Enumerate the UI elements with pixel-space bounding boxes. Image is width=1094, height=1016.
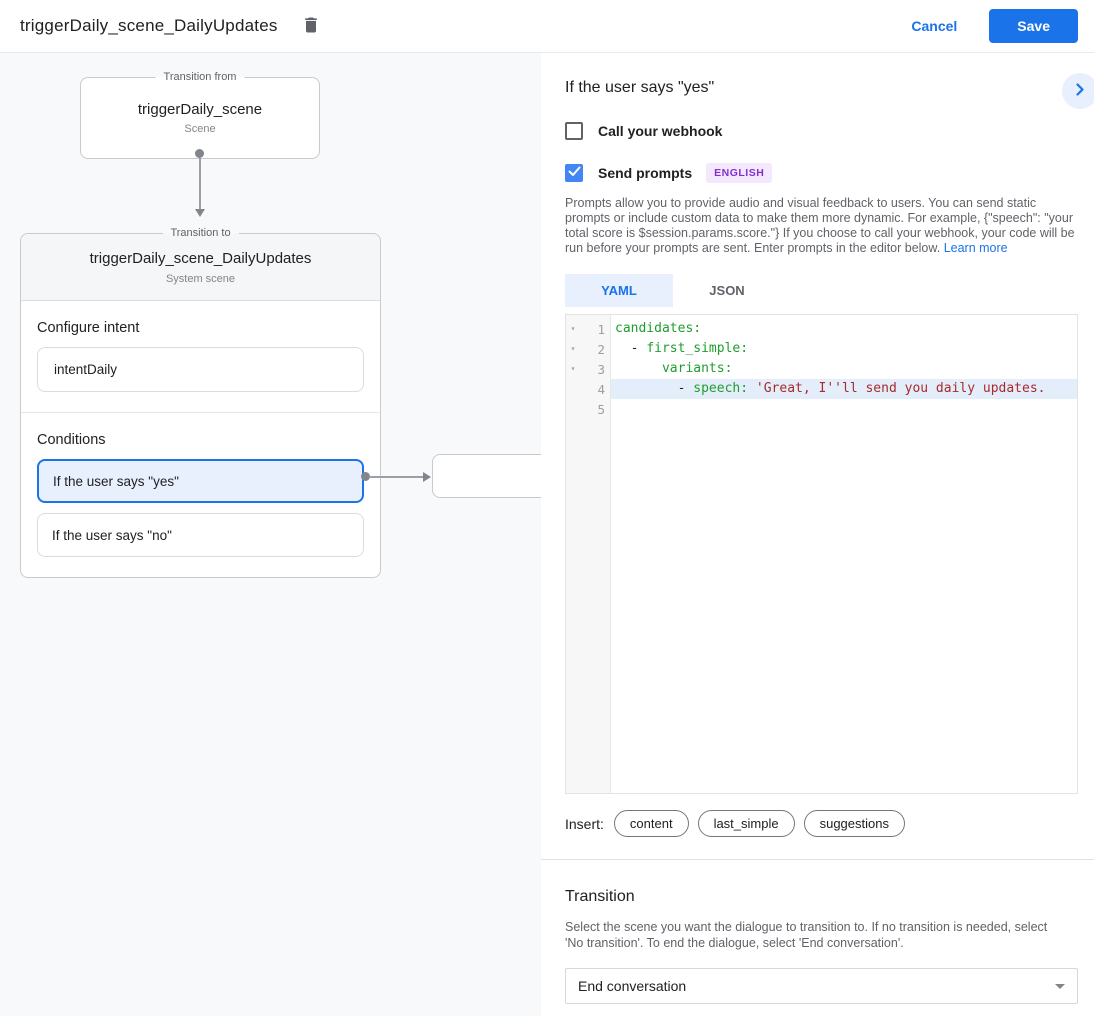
condition-heading: If the user says "yes" — [565, 79, 715, 96]
line-number: 5 — [597, 401, 605, 417]
to-scene-name: triggerDaily_scene_DailyUpdates — [89, 250, 312, 267]
arrowhead-down-icon — [195, 209, 205, 217]
collapse-panel-button[interactable] — [1062, 73, 1094, 109]
yaml-key: variants: — [661, 361, 733, 376]
linked-scene-stub[interactable] — [432, 454, 541, 498]
fold-toggle-icon[interactable]: ▾ — [570, 344, 576, 353]
editor-gutter: ▾ 1 ▾ 2 ▾ 3 4 5 — [566, 315, 611, 793]
call-webhook-checkbox[interactable] — [565, 122, 583, 140]
to-scene-type: System scene — [165, 273, 236, 285]
top-bar: triggerDaily_scene_DailyUpdates Cancel S… — [0, 0, 1094, 53]
connector-line-horizontal — [369, 476, 423, 478]
connector-dot — [195, 149, 204, 158]
section-divider — [541, 859, 1094, 860]
conditions-label: Conditions — [37, 432, 106, 448]
save-button[interactable]: Save — [989, 9, 1078, 43]
configure-intent-label: Configure intent — [37, 320, 140, 336]
intent-item[interactable]: intentDaily — [37, 347, 364, 392]
checkmark-icon — [568, 164, 581, 182]
yaml-key: speech: — [693, 381, 756, 396]
scene-flow-canvas[interactable]: Transition from triggerDaily_scene Scene… — [0, 53, 541, 1016]
trash-icon — [301, 14, 321, 39]
cancel-button[interactable]: Cancel — [895, 10, 973, 42]
code-line-highlighted: - speech: 'Great, I''ll send you daily u… — [611, 379, 1077, 399]
transition-from-legend: Transition from — [155, 71, 245, 83]
from-scene-type: Scene — [184, 123, 216, 135]
send-prompts-row[interactable]: Send prompts ENGLISH — [565, 163, 1078, 183]
insert-chip-content[interactable]: content — [613, 810, 689, 837]
fold-toggle-icon[interactable]: ▾ — [570, 324, 576, 333]
code-line: variants: — [611, 359, 1077, 379]
from-scene-name: triggerDaily_scene — [137, 101, 263, 118]
yaml-plain — [615, 361, 662, 376]
delete-scene-button[interactable] — [294, 9, 328, 43]
yaml-string: 'Great, I''ll send you daily updates. — [755, 381, 1046, 396]
transition-to-header[interactable]: Transition to triggerDaily_scene_DailyUp… — [21, 227, 380, 301]
chevron-right-icon — [1076, 83, 1084, 99]
yaml-plain: - — [615, 341, 647, 356]
line-number: 4 — [597, 381, 605, 397]
editor-format-tabs: YAML JSON — [565, 274, 1078, 307]
connector-line-vertical — [199, 158, 201, 209]
configure-intent-section: Configure intent intentDaily — [21, 301, 380, 412]
insert-label: Insert: — [565, 815, 604, 832]
transition-description: Select the scene you want the dialogue t… — [565, 920, 1048, 950]
condition-item-yes[interactable]: If the user says "yes" — [37, 459, 364, 503]
tab-json[interactable]: JSON — [709, 283, 745, 298]
learn-more-link[interactable]: Learn more — [943, 241, 1008, 255]
insert-chip-suggestions[interactable]: suggestions — [803, 810, 905, 837]
condition-connector-dot — [361, 472, 370, 481]
transition-select[interactable]: End conversation — [565, 968, 1078, 1004]
transition-select-value: End conversation — [578, 978, 687, 994]
code-line: - first_simple: — [611, 339, 1077, 359]
line-number: 1 — [597, 321, 605, 337]
editor-code-area[interactable]: candidates: - first_simple: variants: - … — [611, 315, 1077, 793]
card-divider — [21, 412, 380, 413]
page-title: triggerDaily_scene_DailyUpdates — [20, 16, 278, 35]
prompt-code-editor[interactable]: ▾ 1 ▾ 2 ▾ 3 4 5 candidates: - first_simple:… — [565, 314, 1078, 794]
prompts-description: Prompts allow you to provide audio and v… — [565, 196, 1078, 256]
insert-row: Insert: content last_simple suggestions — [565, 810, 1078, 837]
transition-from-node[interactable]: Transition from triggerDaily_scene Scene — [80, 71, 320, 159]
yaml-key: candidates: — [615, 321, 702, 336]
line-number: 3 — [597, 361, 605, 377]
yaml-key: first_simple: — [646, 341, 749, 356]
prompts-description-text: Prompts allow you to provide audio and v… — [565, 196, 1075, 255]
conditions-section: Conditions If the user says "yes" If the… — [21, 413, 380, 577]
transition-heading: Transition — [565, 888, 635, 905]
tab-yaml[interactable]: YAML — [565, 274, 673, 307]
line-number: 2 — [597, 341, 605, 357]
transition-to-legend: Transition to — [162, 227, 239, 239]
code-line: candidates: — [611, 319, 1077, 339]
condition-item-no[interactable]: If the user says "no" — [37, 513, 364, 557]
transition-to-card: Transition to triggerDaily_scene_DailyUp… — [20, 227, 381, 578]
send-prompts-label: Send prompts — [598, 165, 693, 181]
call-webhook-row[interactable]: Call your webhook — [565, 122, 1078, 140]
fold-toggle-icon[interactable]: ▾ — [570, 364, 576, 373]
language-badge: ENGLISH — [706, 163, 773, 183]
call-webhook-label: Call your webhook — [598, 123, 723, 139]
dropdown-caret-icon — [1055, 983, 1065, 989]
yaml-plain: - — [615, 381, 694, 396]
code-line — [611, 399, 1077, 419]
insert-chip-last-simple[interactable]: last_simple — [697, 810, 795, 837]
send-prompts-checkbox[interactable] — [565, 164, 583, 182]
arrowhead-right-icon — [423, 472, 431, 482]
condition-detail-panel: If the user says "yes" Call your webhook — [541, 53, 1094, 1016]
